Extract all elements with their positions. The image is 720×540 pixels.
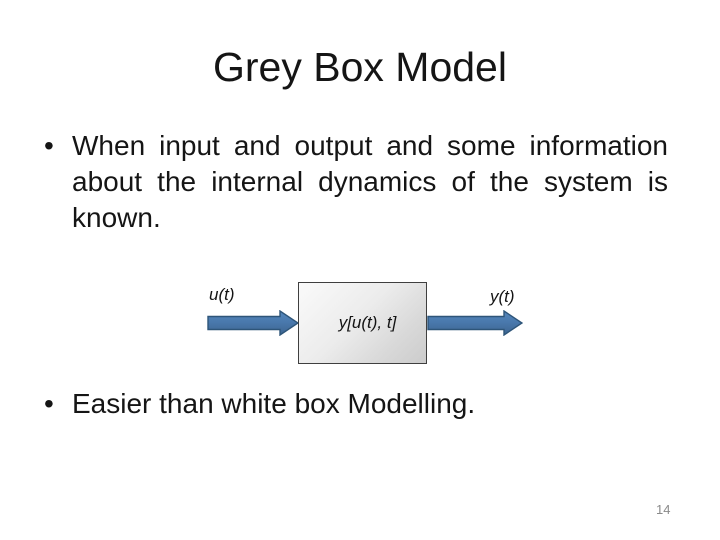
bullet-item-1: • When input and output and some informa… xyxy=(44,128,668,236)
bullet-item-2: • Easier than white box Modelling. xyxy=(44,386,668,422)
bullet-2-text: Easier than white box Modelling. xyxy=(72,388,476,419)
system-box: y[u(t), t] xyxy=(298,282,427,364)
bullet-2-marker: • xyxy=(44,388,54,419)
page-number: 14 xyxy=(656,502,671,517)
bullet-1-line-3: known. xyxy=(72,202,161,233)
input-signal-label: u(t) xyxy=(209,285,235,304)
system-box-label: y[u(t), t] xyxy=(338,313,397,332)
output-arrow-icon xyxy=(427,310,523,336)
output-signal-label: y(t) xyxy=(490,287,515,306)
bullet-1-marker: • xyxy=(44,130,54,161)
slide-title: Grey Box Model xyxy=(213,44,507,90)
bullet-1-line-1: When input and output and some informati… xyxy=(72,130,668,161)
input-arrow-icon xyxy=(207,310,299,336)
bullet-1-line-2: about the internal dynamics of the syste… xyxy=(72,166,668,197)
bullet-1-text: When input and output and some informati… xyxy=(72,128,668,236)
